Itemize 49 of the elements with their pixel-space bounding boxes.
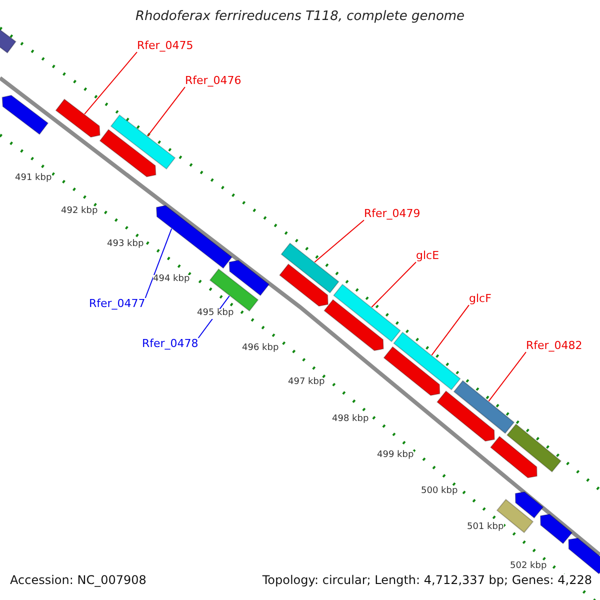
gene-label: Rfer_0482: [526, 340, 582, 352]
leader-line: [147, 86, 186, 137]
gene-label: Rfer_0479: [364, 208, 420, 220]
gene-block: [228, 260, 270, 296]
gene-block: [333, 284, 401, 342]
leader-line: [144, 228, 172, 298]
gene-block: [436, 390, 495, 442]
position-label: 496 kbp: [242, 344, 279, 354]
gene-label: Rfer_0478: [142, 338, 198, 350]
gene-block: [568, 538, 600, 574]
leader-line: [84, 52, 138, 115]
title: Rhodoferax ferrireducens T118, complete genome: [134, 10, 466, 24]
gene-block: [110, 114, 176, 170]
gene-block: [2, 94, 49, 135]
position-label: 491 kbp: [15, 174, 52, 184]
gene-block: [393, 332, 461, 390]
leader-line: [431, 304, 470, 356]
gene-block: [99, 128, 156, 178]
leader-line: [314, 220, 364, 263]
gene-label: Rfer_0477: [89, 298, 146, 310]
info-text: Topology: circular; Length: 4,712,337 bp; Genes: 4,228: [262, 574, 592, 588]
gene-block: [324, 299, 384, 352]
gene-block: [514, 491, 544, 519]
gene-label: Rfer_0476: [185, 75, 242, 88]
position-label: 498 kbp: [332, 415, 369, 425]
leader-line: [488, 352, 526, 402]
gene-block: [490, 436, 538, 478]
position-label: 493 kbp: [107, 240, 144, 250]
gene-block: [156, 205, 233, 269]
position-label: 495 kbp: [197, 309, 234, 319]
position-label: 494 kbp: [153, 275, 190, 285]
position-label: 500 kbp: [421, 487, 458, 497]
gene-block: [279, 263, 328, 307]
position-label: 499 kbp: [377, 451, 414, 461]
position-label: 492 kbp: [61, 207, 98, 217]
gene-block: [383, 346, 440, 396]
gene-label: glcF: [469, 293, 492, 306]
gene-block: [453, 380, 515, 434]
position-label: 501 kbp: [467, 523, 504, 533]
position-label: 502 kbp: [510, 562, 547, 572]
gene-block: [506, 424, 562, 472]
leader-line: [371, 262, 416, 308]
position-label: 497 kbp: [288, 378, 325, 388]
gene-label: glcE: [416, 250, 440, 262]
gene-block: [280, 242, 340, 294]
gene-block: [540, 514, 573, 544]
gene-block: [55, 98, 100, 138]
info-text: Accession: NC_007908: [10, 574, 146, 588]
gene-label: Rfer_0475: [137, 40, 194, 52]
